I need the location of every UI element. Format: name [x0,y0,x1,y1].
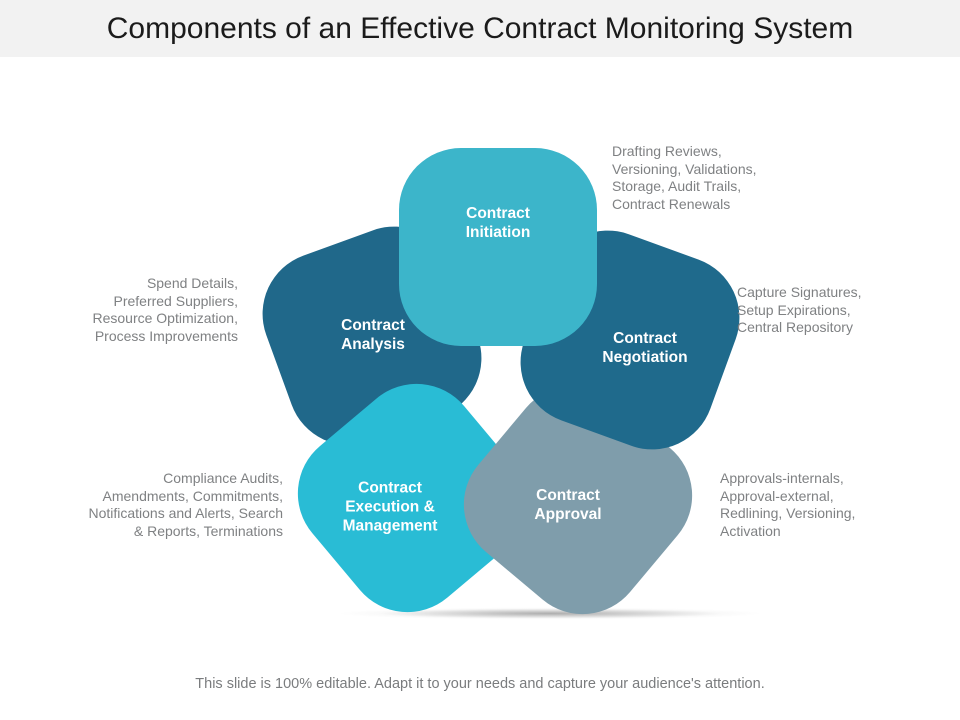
description-contract-initiation: Drafting Reviews, Versioning, Validation… [612,143,757,212]
description-contract-negotiation: Capture Signatures, Setup Expirations, C… [737,284,862,335]
title-bar: Components of an Effective Contract Moni… [0,0,960,57]
label-contract-initiation: Contract Initiation [465,205,531,241]
label-contract-approval: Contract Approval [534,487,602,523]
label-contract-analysis: Contract Analysis [341,317,405,353]
label-contract-execution-management: Contract Execution & Management [342,479,438,535]
description-contract-approval: Approvals-internals, Approval-external, … [720,470,856,539]
label-contract-negotiation: Contract Negotiation [602,330,688,366]
editable-note: This slide is 100% editable. Adapt it to… [195,676,765,692]
diagram-floor-shadow [255,605,845,622]
description-contract-execution-management: Compliance Audits, Amendments, Commitmen… [88,470,283,539]
description-contract-analysis: Spend Details, Preferred Suppliers, Reso… [92,275,238,344]
shape-contract-initiation [399,148,597,346]
page-title: Components of an Effective Contract Moni… [106,11,854,45]
